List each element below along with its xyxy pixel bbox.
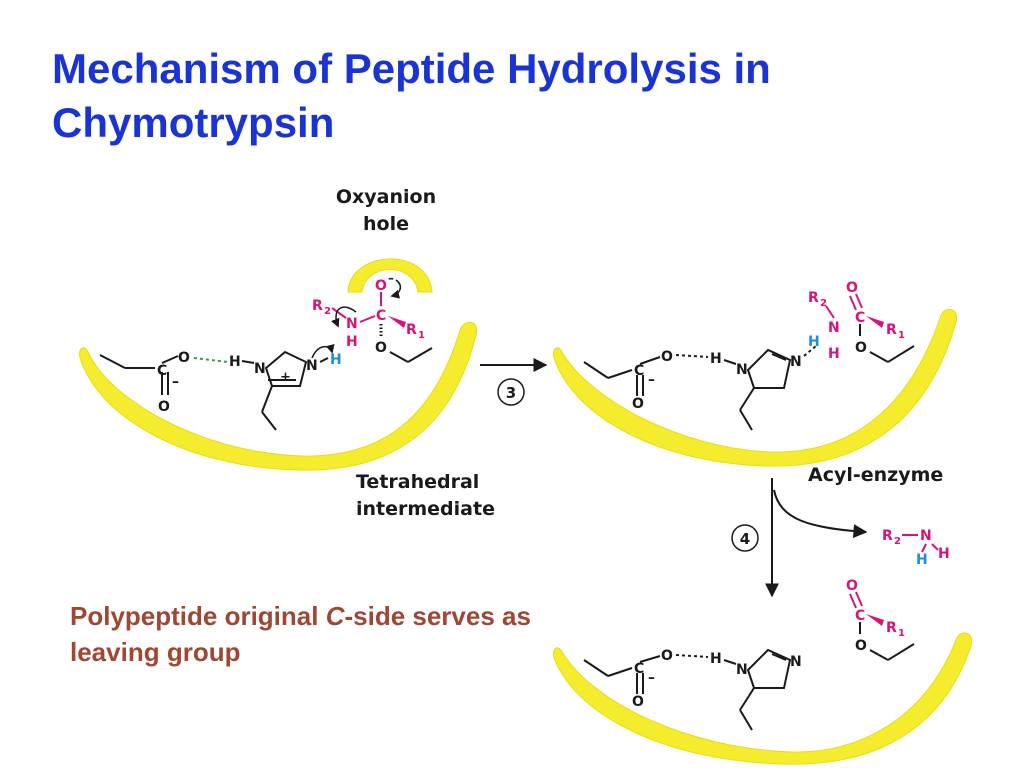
oxyanion-hole-surface bbox=[347, 258, 433, 293]
panel-tetrahedral-intermediate: Oxyanion hole C O – O H N N + H bbox=[99, 186, 495, 520]
step-3-arrow: 3 bbox=[480, 358, 548, 406]
title-line-2: Chymotrypsin bbox=[52, 99, 335, 146]
slide-title: Mechanism of Peptide Hydrolysis in Chymo… bbox=[52, 42, 952, 150]
atom-n: N bbox=[736, 362, 748, 378]
enzyme-surface-final bbox=[553, 632, 973, 765]
oxyanion-hole-label-2: hole bbox=[363, 213, 409, 235]
atom-o: O bbox=[855, 340, 867, 356]
atom-r: R bbox=[886, 322, 897, 338]
aspartate-carboxylate-2: C O – O bbox=[583, 349, 673, 412]
oxyanion-hole-label-1: Oxyanion bbox=[336, 186, 436, 208]
atom-o: O bbox=[661, 349, 673, 365]
atom-o: O bbox=[375, 340, 387, 356]
atom-r: R bbox=[406, 322, 417, 338]
atom-o: O bbox=[158, 399, 170, 415]
step-3-number: 3 bbox=[506, 384, 516, 402]
title-line-1: Mechanism of Peptide Hydrolysis in bbox=[52, 45, 771, 92]
charge-minus: – bbox=[388, 271, 394, 285]
caption-part-1: Polypeptide original bbox=[70, 601, 326, 631]
hydrogen-bond-1 bbox=[193, 357, 229, 363]
atom-h: H bbox=[346, 334, 358, 350]
atom-n: N bbox=[790, 354, 802, 370]
subscript-2: 2 bbox=[820, 298, 827, 309]
atom-n: N bbox=[346, 316, 358, 332]
atom-h-transfer: H bbox=[808, 334, 820, 350]
atom-h: H bbox=[229, 354, 241, 370]
subscript-2: 2 bbox=[324, 306, 331, 317]
histidine-ring-3: N N bbox=[736, 648, 802, 731]
charge-minus: – bbox=[648, 670, 655, 686]
hydrogen-bond-3 bbox=[675, 654, 709, 658]
step-4-number: 4 bbox=[740, 530, 750, 548]
released-amine-bound: R 2 N H H bbox=[808, 290, 840, 362]
acyl-group: O C R 1 O bbox=[846, 280, 915, 363]
hydrogen-bond-2 bbox=[675, 354, 709, 358]
atom-o: O bbox=[632, 396, 644, 412]
subscript-1: 1 bbox=[898, 628, 905, 639]
atom-o: O bbox=[661, 648, 673, 664]
aspartate-carboxylate-3: C O – O bbox=[583, 648, 673, 710]
step-4-arrow: 4 bbox=[731, 478, 868, 598]
atom-c: C bbox=[855, 608, 865, 624]
histidine-ring-1: N N + H bbox=[254, 343, 342, 431]
tetrahedral-substrate: R 2 N H C O – R 1 O bbox=[312, 271, 433, 363]
atom-n: N bbox=[306, 358, 318, 374]
atom-h: H bbox=[710, 351, 722, 367]
released-amine: R 2 N H H bbox=[882, 528, 950, 568]
atom-r: R bbox=[312, 298, 323, 314]
leaving-group-caption: Polypeptide original C-side serves as le… bbox=[70, 598, 540, 670]
histidine-ring-2: N N bbox=[736, 345, 817, 431]
atom-n: N bbox=[254, 361, 266, 377]
charge-minus: – bbox=[648, 372, 655, 388]
atom-o: O bbox=[375, 278, 387, 294]
charge-minus: – bbox=[172, 374, 179, 390]
atom-n: N bbox=[790, 654, 802, 670]
atom-o: O bbox=[846, 578, 858, 594]
atom-o: O bbox=[178, 350, 190, 366]
atom-r: R bbox=[808, 290, 819, 306]
atom-h-transfer: H bbox=[916, 552, 928, 568]
subscript-1: 1 bbox=[418, 330, 425, 341]
atom-n: N bbox=[828, 320, 840, 336]
atom-n: N bbox=[920, 528, 932, 544]
panel-acyl-enzyme: C O – O H N N R 2 N H H O C bbox=[583, 280, 943, 486]
tetrahedral-intermediate-label-1: Tetrahedral bbox=[356, 471, 479, 493]
atom-h-transfer: H bbox=[330, 352, 342, 368]
enzyme-surface-acyl bbox=[553, 308, 958, 467]
atom-o: O bbox=[632, 694, 644, 710]
atom-c: C bbox=[634, 661, 644, 677]
panel-final: C O – O H N N O C R 1 O bbox=[583, 578, 915, 731]
atom-c: C bbox=[376, 308, 386, 324]
caption-italic-c: C bbox=[325, 601, 345, 631]
aspartate-carboxylate-1: C O – O bbox=[99, 350, 190, 415]
atom-c: C bbox=[634, 363, 644, 379]
subscript-1: 1 bbox=[898, 330, 905, 341]
atom-h: H bbox=[710, 651, 722, 667]
enzyme-surface-tetrahedral bbox=[79, 321, 478, 471]
atom-r: R bbox=[882, 528, 893, 544]
tetrahedral-intermediate-label-2: intermediate bbox=[356, 498, 495, 520]
atom-n: N bbox=[736, 662, 748, 678]
subscript-2: 2 bbox=[894, 536, 901, 547]
acyl-enzyme-label: Acyl-enzyme bbox=[808, 464, 943, 486]
charge-plus: + bbox=[280, 370, 291, 385]
atom-c: C bbox=[855, 310, 865, 326]
atom-o: O bbox=[855, 638, 867, 654]
atom-c: C bbox=[157, 363, 167, 379]
atom-h: H bbox=[938, 546, 950, 562]
atom-o: O bbox=[846, 280, 858, 296]
atom-r: R bbox=[886, 620, 897, 636]
acyl-group-final: O C R 1 O bbox=[846, 578, 915, 661]
atom-h: H bbox=[828, 346, 840, 362]
caption-part-2: -side serves as leaving group bbox=[70, 601, 531, 667]
